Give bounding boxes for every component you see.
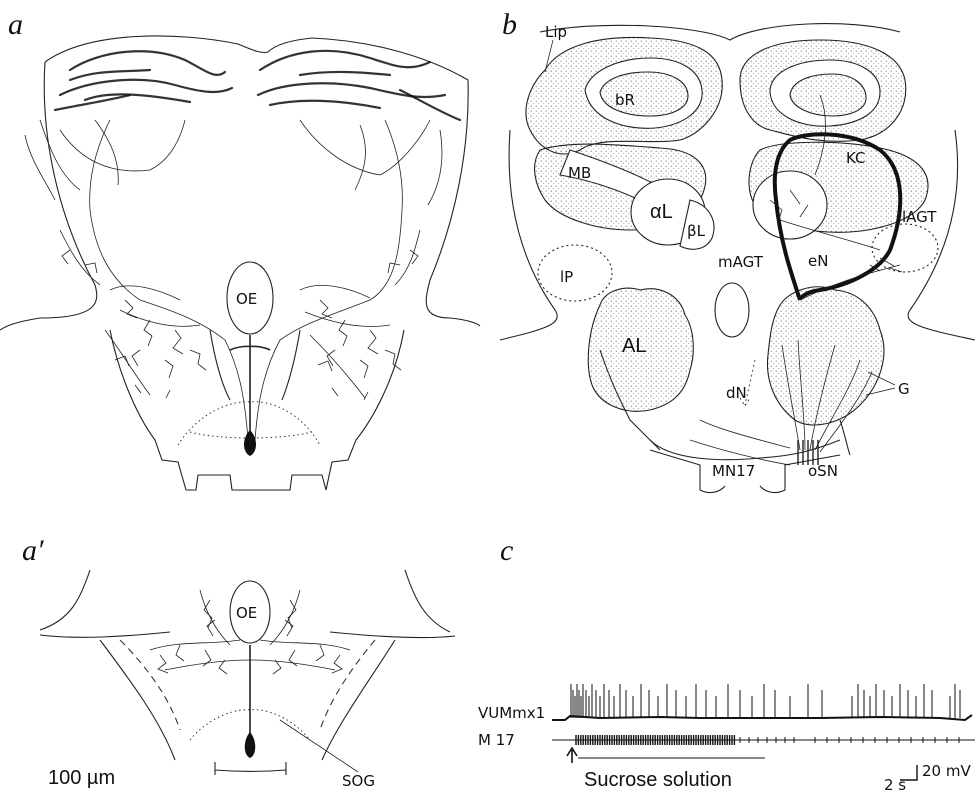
panel-a-axon-right — [255, 120, 402, 440]
panel-b-label-mn17: MN17 — [712, 462, 755, 480]
panel-b-oesophagus — [715, 283, 749, 337]
panel-b-label-alpha-l: αL — [650, 201, 673, 223]
panel-c-vum-spikes — [571, 684, 960, 718]
panel-a-prime: a′ OE SOG 100 µm — [22, 534, 455, 790]
panel-a-prime-sog-pointer — [280, 720, 358, 772]
panel-b-label-br: bR — [615, 91, 635, 109]
panel-a-inner-lines — [210, 330, 300, 400]
panel-a-prime-oe-label: OE — [236, 604, 257, 622]
panel-c-scale-v: 20 mV — [922, 762, 971, 780]
panel-b-letter: b — [502, 8, 517, 41]
panel-a-prime-dashed-left — [120, 640, 180, 730]
panel-b-label-beta-l: βL — [687, 222, 706, 240]
panel-a-median-neurite — [230, 335, 270, 440]
panel-b-label-al: AL — [622, 335, 646, 357]
panel-b-label-osn: oSN — [808, 462, 838, 480]
panel-a: a — [0, 8, 480, 490]
panel-a-prime-dashed-right — [320, 640, 375, 730]
panel-b-label-en: eN — [808, 252, 828, 270]
panel-a-arborization-left-calyx — [25, 51, 232, 200]
panel-a-cell-body — [244, 430, 256, 456]
panel-b-label-lip: Lip — [545, 23, 567, 41]
panel-b: b Lip — [500, 8, 975, 493]
panel-b-label-kc: KC — [846, 149, 866, 167]
panel-b-label-ip: lP — [560, 268, 573, 286]
panel-c-stimulus-arrow — [567, 748, 577, 763]
panel-a-lower-outline — [0, 318, 480, 490]
panel-c-trace1-label: VUMmx1 — [478, 704, 545, 722]
panel-b-label-mb: MB — [568, 164, 591, 182]
panel-a-prime-scale-label: 100 µm — [48, 767, 115, 789]
panel-a-prime-cell-body — [245, 732, 256, 758]
panel-a-arborization-left-al — [60, 230, 206, 398]
panel-b-label-lagt: lAGT — [902, 208, 937, 226]
panel-b-label-dn: dN — [726, 384, 747, 402]
panel-b-label-magt: mAGT — [718, 253, 764, 271]
panel-b-ip-region — [538, 245, 612, 301]
panel-c-trace2-label: M 17 — [478, 731, 515, 749]
panel-a-prime-sog-label: SOG — [342, 772, 375, 790]
panel-c-scale-t: 2 s — [884, 776, 906, 793]
panel-b-lagt-region — [872, 224, 938, 272]
panel-c-vum-trace — [552, 715, 972, 720]
panel-c-letter: c — [500, 534, 513, 567]
panel-b-label-g: G — [898, 380, 910, 398]
panel-c-stimulus-label: Sucrose solution — [584, 769, 732, 791]
panel-a-prime-letter: a′ — [22, 534, 44, 567]
panel-a-letter: a — [8, 8, 23, 41]
panel-a-arborization-right-al — [300, 230, 420, 400]
panel-a-arborization-right-calyx — [258, 51, 460, 205]
panel-c: c VUMmx1 M 17 Sucrose solution 20 mV 2 s — [478, 534, 975, 793]
panel-b-right-alpha-lobe — [753, 171, 827, 239]
panel-b-right-antennal-lobe — [767, 287, 883, 425]
panel-a-oe-label: OE — [236, 290, 257, 308]
